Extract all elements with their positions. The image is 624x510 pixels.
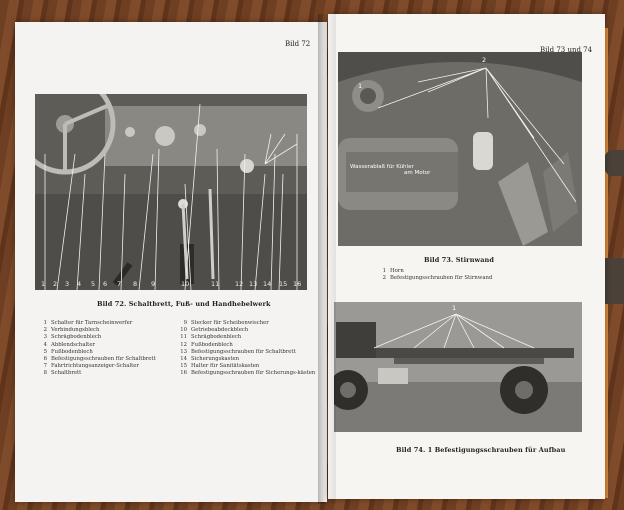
right-page-header: Bild 73 und 74 bbox=[540, 46, 593, 54]
callout-2: 2 bbox=[53, 280, 58, 288]
callout-13: 13 bbox=[249, 280, 258, 288]
callout-1: 1 bbox=[41, 280, 46, 288]
photo74-callout-1: 1 bbox=[452, 304, 457, 312]
callout-8: 8 bbox=[133, 280, 138, 288]
stirnwand-photo: 2 1 Wasserablaß für Kühler am Motor bbox=[338, 52, 582, 246]
caption-bild-74: Bild 74. 1 Befestigungsschrauben für Auf… bbox=[396, 446, 566, 454]
book-spine-shadow bbox=[318, 14, 336, 504]
callout-11: 11 bbox=[211, 280, 220, 288]
photo73-callout-1: 1 bbox=[358, 82, 363, 90]
chassis-photo: 1 bbox=[334, 302, 582, 432]
callout-9: 9 bbox=[151, 280, 156, 288]
caption-bild-73: Bild 73. Stirnwand bbox=[424, 256, 495, 264]
callout-5: 5 bbox=[91, 280, 96, 288]
photo73-callout-2: 2 bbox=[482, 56, 487, 64]
chassis-photo-drawing bbox=[334, 302, 582, 432]
caption-bild-72: Bild 72. Schaltbrett, Fuß- und Handhebel… bbox=[97, 300, 271, 308]
dashboard-photo-drawing bbox=[35, 94, 307, 290]
callout-12: 12 bbox=[235, 280, 244, 288]
callout-10: 10 bbox=[181, 280, 190, 288]
callout-3: 3 bbox=[65, 280, 70, 288]
callout-4: 4 bbox=[77, 280, 82, 288]
stirnwand-photo-drawing bbox=[338, 52, 582, 246]
callout-7: 7 bbox=[117, 280, 122, 288]
callout-15: 15 bbox=[279, 280, 288, 288]
callout-16: 16 bbox=[293, 280, 302, 288]
callout-14: 14 bbox=[263, 280, 272, 288]
photo73-label-motor: am Motor bbox=[404, 170, 431, 176]
photo73-label-kuehler: Wasserablaß für Kühler bbox=[350, 164, 414, 170]
left-page: Bild 72 1 2 3 4 5 6 7 8 bbox=[15, 22, 327, 502]
right-page: Bild 73 und 74 2 1 Wasserablaß für Kühle… bbox=[328, 14, 605, 499]
callout-6: 6 bbox=[103, 280, 108, 288]
dashboard-photo: 1 2 3 4 5 6 7 8 9 10 11 12 13 14 15 16 bbox=[35, 94, 307, 290]
clamp-top bbox=[604, 150, 624, 176]
left-page-header: Bild 72 bbox=[285, 40, 311, 48]
